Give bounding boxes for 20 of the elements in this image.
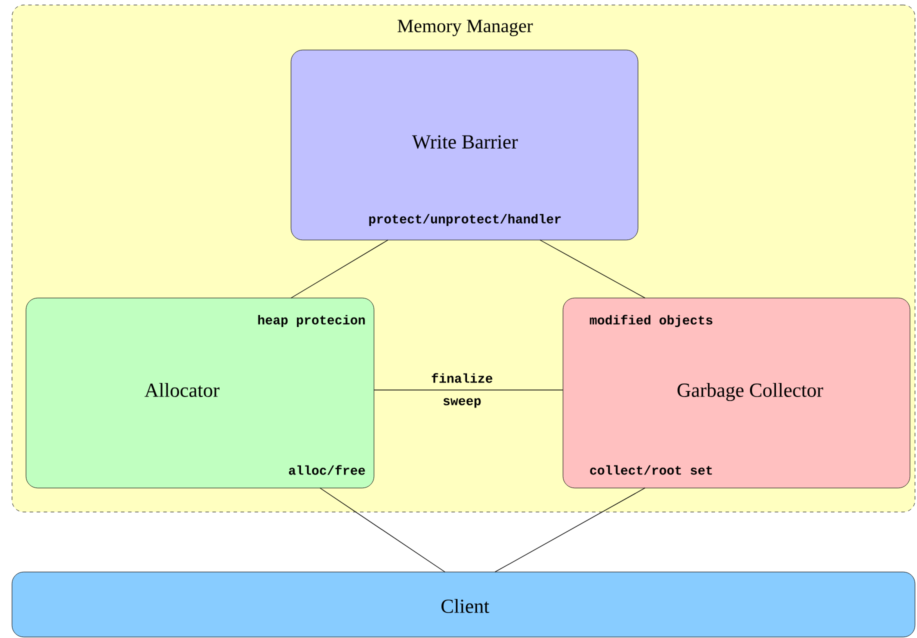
interface-label: heap protecion — [258, 315, 365, 327]
box-title: Allocator — [144, 383, 220, 397]
component-box — [562, 298, 910, 488]
connector-line — [540, 240, 646, 298]
interface-label: alloc/free — [288, 465, 365, 475]
connector-line — [494, 488, 646, 572]
heading: Memory Manager — [398, 20, 533, 36]
component-box — [26, 298, 374, 488]
connector-line — [290, 240, 388, 298]
interface-label: protect/unprotect/handler — [369, 214, 561, 226]
box-title: Garbage Collector — [678, 382, 824, 402]
connector-label: sweep — [443, 398, 481, 408]
connector-line — [320, 488, 446, 572]
edge-label: finalize — [432, 373, 492, 383]
component-box — [290, 50, 638, 240]
interface-label: modified objects — [590, 314, 712, 328]
box-title: Write Barrier — [412, 135, 518, 149]
box-title: Client — [441, 599, 490, 613]
interface-label: collect/root set — [590, 465, 712, 475]
component-box — [12, 572, 916, 638]
